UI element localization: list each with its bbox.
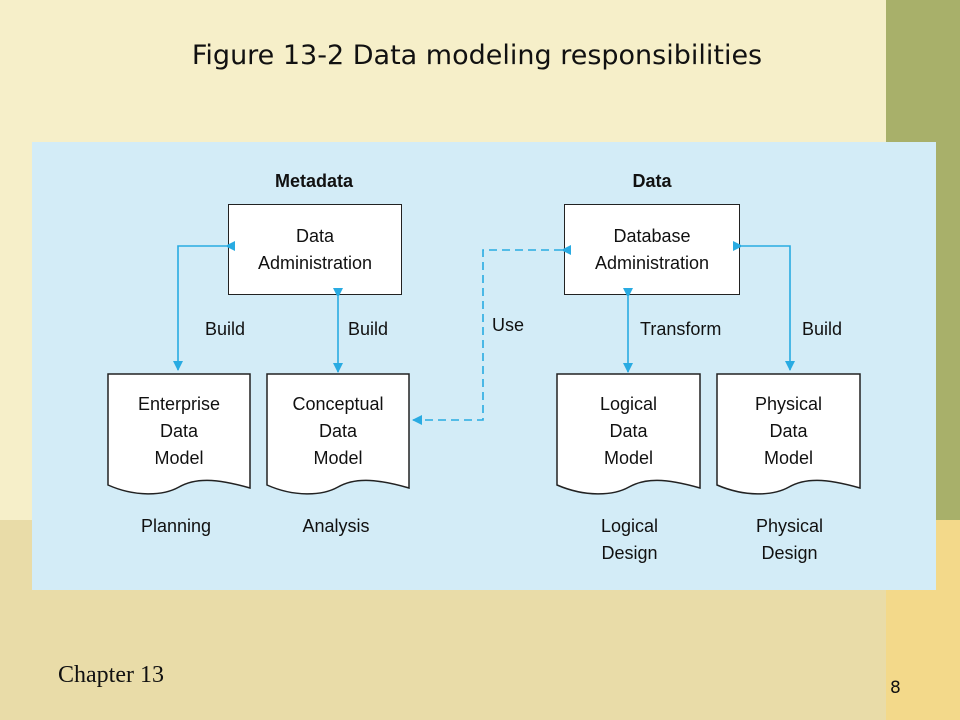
- build-label-right: Build: [802, 319, 843, 339]
- slide-title: Figure 13-2 Data modeling responsibiliti…: [191, 40, 763, 71]
- doc-line: Data: [609, 421, 648, 441]
- doc-line: Model: [313, 448, 363, 468]
- physical-data-model-label: Physical Data Model: [717, 391, 860, 472]
- box-line: Data: [295, 225, 334, 246]
- chapter-footer: Chapter 13: [58, 662, 164, 688]
- caption-analysis: Analysis: [267, 513, 405, 540]
- doc-line: Model: [603, 448, 654, 468]
- build-label-left: Build: [205, 319, 246, 339]
- caption-line: Logical: [600, 516, 659, 536]
- doc-line: Conceptual: [292, 394, 384, 414]
- heading-data: Data: [632, 171, 672, 191]
- doc-line: Data: [159, 421, 199, 441]
- box-line: Administration: [594, 252, 710, 273]
- caption-line: Physical: [755, 516, 824, 536]
- doc-line: Data: [769, 421, 808, 441]
- database-administration-box: Database Administration: [564, 204, 740, 295]
- doc-line: Enterprise: [137, 394, 221, 414]
- caption-line: Analysis: [302, 516, 370, 536]
- enterprise-data-model-label: Enterprise Data Model: [108, 391, 250, 472]
- build-label-middle: Build: [348, 319, 389, 339]
- caption-logical-design: Logical Design: [557, 513, 702, 567]
- caption-planning: Planning: [108, 513, 244, 540]
- caption-line: Design: [601, 543, 658, 563]
- heading-metadata: Metadata: [274, 171, 354, 191]
- transform-label: Transform: [640, 319, 722, 339]
- box-line: Database: [613, 225, 691, 246]
- doc-line: Logical: [599, 394, 658, 414]
- doc-line: Model: [154, 448, 204, 468]
- doc-line: Data: [318, 421, 358, 441]
- data-administration-box: Data Administration: [228, 204, 402, 295]
- page-number: 8: [890, 678, 901, 698]
- box-line: Administration: [257, 252, 373, 273]
- use-label: Use: [492, 315, 525, 335]
- caption-line: Design: [761, 543, 818, 563]
- logical-data-model-label: Logical Data Model: [557, 391, 700, 472]
- doc-line: Physical: [754, 394, 823, 414]
- conceptual-data-model-label: Conceptual Data Model: [267, 391, 409, 472]
- caption-physical-design: Physical Design: [717, 513, 862, 567]
- doc-line: Model: [763, 448, 814, 468]
- caption-line: Planning: [140, 516, 212, 536]
